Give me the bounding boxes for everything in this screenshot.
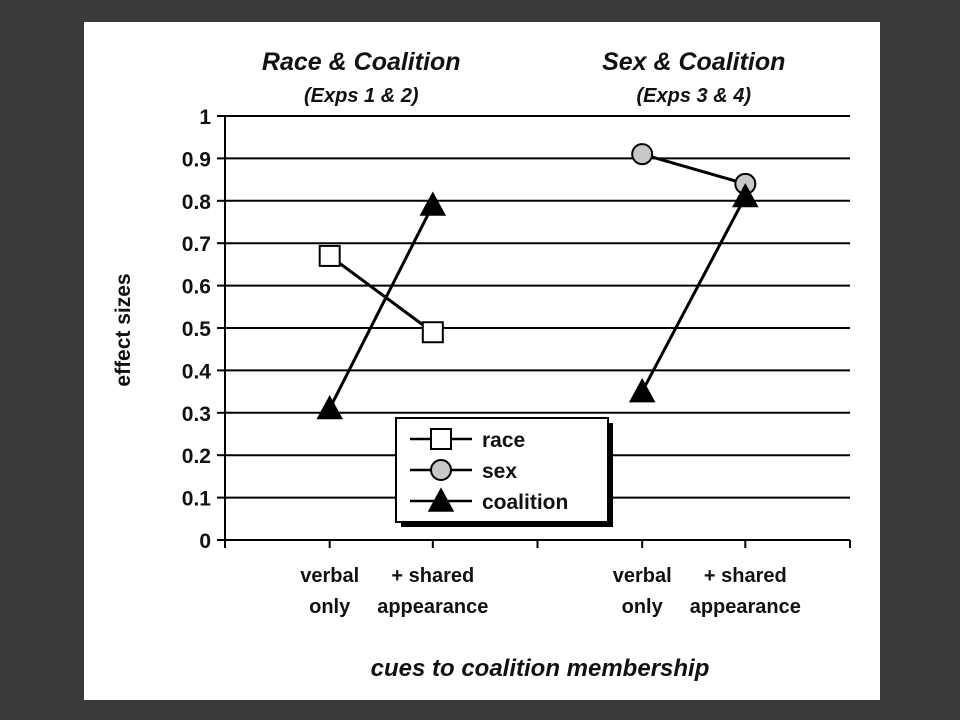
- sex-line: [641, 152, 746, 186]
- legend-marker-sex: [430, 459, 452, 481]
- x-tick-label: only: [622, 596, 664, 618]
- y-axis-label: effect sizes: [112, 273, 135, 386]
- x-tick-label: + shared: [704, 565, 787, 587]
- panel-title-2: Sex & Coalition: [602, 48, 785, 76]
- chart-panel: Race & Coalition (Exps 1 & 2) Sex & Coalit…: [84, 22, 880, 700]
- coalition-point: [316, 394, 343, 420]
- y-tick-label: 0.1: [182, 488, 212, 511]
- legend-label-sex: sex: [482, 460, 517, 483]
- coalition-line: [640, 195, 747, 393]
- y-tick-label: 1: [199, 106, 211, 129]
- x-tick-label: only: [309, 596, 351, 618]
- x-axis-label: cues to coalition membership: [371, 655, 710, 682]
- y-tick-label: 0.6: [182, 276, 211, 299]
- panel-title-1: Race & Coalition: [262, 48, 461, 76]
- effect-size-chart: Race & Coalition (Exps 1 & 2) Sex & Coalit…: [112, 48, 851, 682]
- y-tick-label: 0.3: [182, 403, 211, 426]
- x-tick-label: appearance: [690, 596, 801, 618]
- coalition-point: [419, 191, 447, 216]
- x-tick-label: verbal: [613, 565, 672, 587]
- y-tick-label: 0.2: [182, 445, 211, 468]
- legend-marker-race: [430, 428, 452, 450]
- x-tick-label: verbal: [300, 565, 359, 587]
- legend-marker-coalition: [427, 487, 455, 512]
- sex-point: [631, 143, 654, 166]
- y-tick-label: 0.4: [182, 360, 212, 383]
- y-tick-label: 0.8: [182, 191, 212, 214]
- coalition-point: [628, 378, 656, 403]
- legend-label-coalition: coalition: [482, 491, 568, 514]
- race-line: [328, 254, 434, 334]
- y-tick-label: 0.7: [182, 233, 211, 256]
- race-point: [421, 321, 444, 344]
- legend-label-race: race: [482, 429, 525, 452]
- y-tick-label: 0.5: [182, 318, 212, 341]
- x-tick-label: appearance: [377, 596, 488, 618]
- coalition-point: [732, 182, 759, 208]
- panel-subtitle-1: (Exps 1 & 2): [304, 85, 419, 107]
- coalition-line: [328, 204, 435, 410]
- y-tick-label: 0.9: [182, 148, 211, 171]
- panel-subtitle-2: (Exps 3 & 4): [637, 85, 752, 107]
- y-tick-label: 0: [199, 530, 211, 553]
- race-point: [318, 244, 341, 267]
- x-tick-label: + shared: [391, 565, 474, 587]
